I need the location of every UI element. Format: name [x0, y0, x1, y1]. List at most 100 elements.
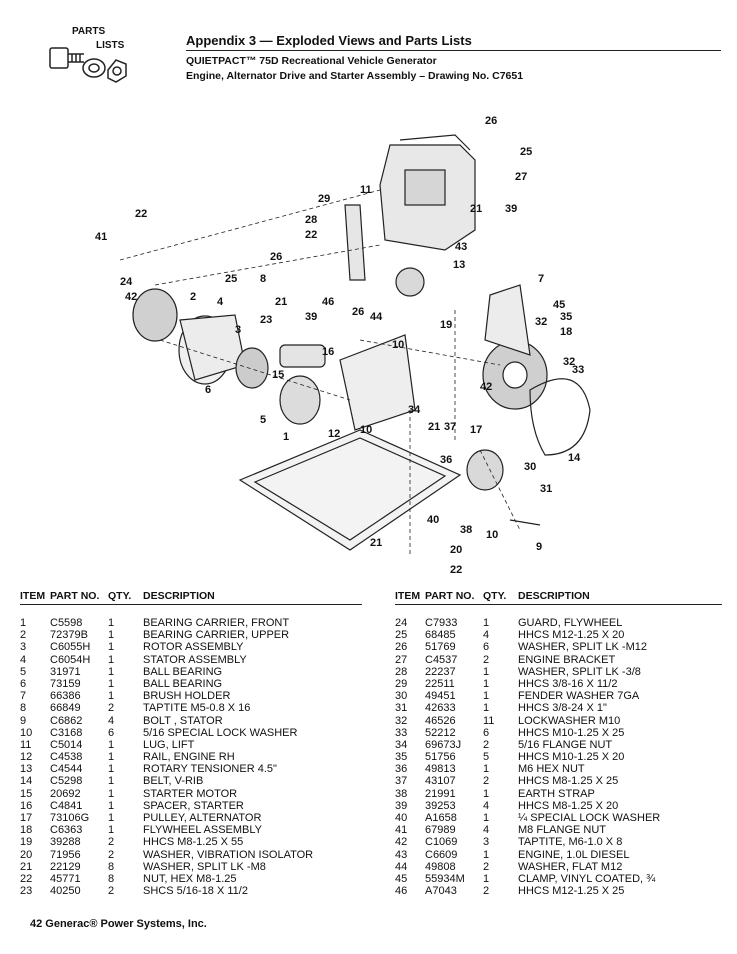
part-number-cell: C6609: [425, 848, 458, 861]
callout-number: 32: [535, 316, 547, 328]
part-number-cell: C5298: [50, 775, 83, 788]
col-header-desc: DESCRIPTION: [143, 590, 215, 602]
item-cell: 9: [20, 714, 27, 727]
item-cell: 10: [20, 726, 33, 739]
part-number-cell: 52212: [425, 726, 456, 739]
qty-cell: 1: [108, 824, 115, 837]
item-cell: 17: [20, 812, 33, 824]
table-row: 14 C5298 1 BELT, V-RIB: [20, 775, 362, 787]
part-number-cell: 49451: [425, 690, 456, 703]
description-cell: STARTER MOTOR: [143, 787, 238, 800]
item-cell: 2: [20, 629, 27, 642]
item-cell: 37: [395, 775, 408, 788]
part-number-cell: A1658: [425, 812, 457, 824]
part-number-cell: 42633: [425, 702, 456, 715]
description-cell: M8 FLANGE NUT: [518, 824, 607, 837]
description-cell: FLYWHEEL ASSEMBLY: [143, 824, 263, 837]
part-number-cell: 55934M: [425, 872, 465, 885]
page-subtitle-model: QUIETPACT™ 75D Recreational Vehicle Gene…: [186, 55, 437, 67]
item-cell: 5: [20, 665, 27, 678]
callout-number: 21: [470, 203, 482, 215]
item-cell: 38: [395, 787, 408, 800]
callout-number: 22: [305, 229, 317, 241]
qty-cell: 1: [108, 751, 115, 764]
description-cell: SPACER, STARTER: [143, 799, 244, 812]
item-cell: 8: [20, 702, 27, 715]
qty-cell: 1: [108, 665, 115, 678]
item-cell: 45: [395, 872, 408, 885]
part-number-cell: C6862: [50, 714, 83, 727]
callout-number: 30: [524, 461, 536, 473]
callout-number: 21: [428, 421, 440, 433]
item-cell: 35: [395, 751, 408, 764]
item-cell: 14: [20, 775, 33, 788]
item-cell: 32: [395, 714, 408, 727]
item-cell: 41: [395, 824, 408, 837]
part-number-cell: 22511: [425, 677, 455, 690]
description-cell: STATOR ASSEMBLY: [143, 653, 247, 666]
col-header-part: PART NO.: [425, 590, 475, 602]
part-number-cell: 67989: [425, 824, 456, 837]
qty-cell: 1: [483, 617, 490, 629]
description-cell: TAPTITE, M6-1.0 X 8: [518, 836, 623, 849]
description-cell: 5/16 SPECIAL LOCK WASHER: [143, 726, 298, 739]
page-subtitle-drawing: Engine, Alternator Drive and Starter Ass…: [186, 70, 524, 82]
page-footer: 42 Generac® Power Systems, Inc.: [30, 918, 207, 930]
description-cell: HHCS M10-1.25 X 20: [518, 751, 625, 764]
qty-cell: 1: [108, 812, 115, 824]
part-number-cell: A7043: [425, 885, 457, 898]
description-cell: BELT, V-RIB: [143, 775, 204, 788]
callout-number: 44: [370, 311, 383, 323]
page-title: Appendix 3 — Exploded Views and Parts Li…: [186, 33, 721, 51]
callout-number: 26: [270, 251, 282, 263]
callout-number: 28: [305, 214, 317, 226]
item-cell: 22: [20, 872, 33, 885]
part-number-cell: 66386: [50, 690, 81, 703]
qty-cell: 6: [483, 726, 490, 739]
qty-cell: 2: [483, 738, 490, 751]
callout-number: 40: [427, 514, 439, 526]
callout-number: 7: [538, 273, 544, 285]
qty-cell: 1: [483, 812, 490, 824]
qty-cell: 1: [108, 629, 115, 642]
qty-cell: 2: [483, 860, 490, 873]
description-cell: WASHER, SPLIT LK -M8: [143, 860, 266, 873]
part-number-cell: 72379B: [50, 629, 88, 642]
part-number-cell: 51756: [425, 751, 456, 764]
col-header-part: PART NO.: [50, 590, 100, 602]
part-number-cell: 22129: [50, 860, 81, 873]
item-cell: 28: [395, 665, 408, 678]
item-cell: 18: [20, 824, 33, 837]
description-cell: ¼ SPECIAL LOCK WASHER: [518, 812, 661, 824]
item-cell: 20: [20, 848, 33, 861]
description-cell: WASHER, VIBRATION ISOLATOR: [143, 848, 314, 861]
qty-cell: 1: [483, 763, 490, 776]
qty-cell: 1: [108, 799, 115, 812]
qty-cell: 1: [108, 775, 115, 788]
item-cell: 44: [395, 860, 408, 873]
qty-cell: 2: [108, 848, 115, 861]
qty-cell: 6: [483, 641, 490, 654]
description-cell: BALL BEARING: [143, 665, 223, 678]
item-cell: 26: [395, 641, 408, 654]
qty-cell: 8: [108, 872, 115, 885]
callout-number: 22: [135, 208, 147, 220]
callout-number: 18: [560, 326, 572, 338]
qty-cell: 1: [108, 738, 115, 751]
description-cell: RAIL, ENGINE RH: [143, 751, 235, 764]
qty-cell: 2: [108, 836, 115, 849]
qty-cell: 4: [483, 799, 490, 812]
